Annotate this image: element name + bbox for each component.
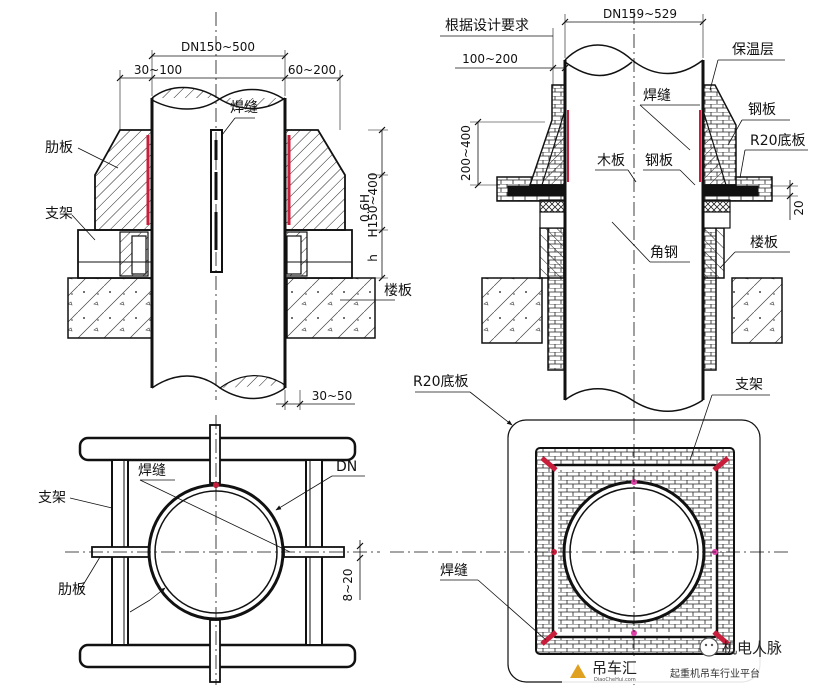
label-insulation: 保温层 — [732, 42, 774, 58]
top-right-elevation: DN159~529 根据设计要求 100~200 200~400 20 保温层 … — [440, 7, 808, 420]
dim-dn-left: DN150~500 — [181, 40, 255, 54]
dim-200-400: 200~400 — [459, 125, 473, 181]
label-weld-br: 焊缝 — [440, 563, 468, 579]
label-weld-tr: 焊缝 — [643, 88, 671, 104]
dim-8-20: 8~20 — [341, 569, 355, 602]
dim-h: h — [366, 254, 380, 262]
watermark-slogan: 起重机吊车行业平台 — [670, 667, 760, 680]
label-support-bl: 支架 — [38, 490, 66, 506]
watermark-domain: DiaoCheHui.com — [594, 677, 636, 683]
rib-plate-right — [284, 129, 346, 231]
watermark-account: 机电人脉 — [722, 639, 782, 657]
label-steel-plate-1: 钢板 — [748, 102, 776, 118]
dim-bottom-gap: 30~50 — [312, 389, 353, 403]
label-rib-bl: 肋板 — [58, 582, 86, 598]
dim-h-range: H150~400 — [366, 173, 380, 238]
dim-0-6h: 0.6H — [358, 194, 372, 222]
label-r20-br: R20底板 — [413, 374, 469, 390]
dim-dn-bl: DN — [336, 459, 357, 475]
label-wood: 木板 — [597, 153, 625, 169]
label-angle-steel: 角钢 — [650, 245, 678, 261]
label-steel-plate-2: 钢板 — [645, 153, 673, 169]
label-design-req: 根据设计要求 — [445, 18, 529, 34]
brand-logo-icon — [570, 664, 586, 678]
label-weld-tl: 焊缝 — [230, 100, 258, 116]
label-r20-tr: R20底板 — [750, 133, 806, 149]
watermark-brand: 吊车汇 — [592, 659, 637, 677]
label-rib-tl: 肋板 — [45, 140, 73, 156]
dim-right-gap: 60~200 — [288, 63, 336, 77]
label-weld-bl: 焊缝 — [138, 463, 166, 479]
label-support-br: 支架 — [735, 377, 763, 393]
dim-100-200: 100~200 — [462, 52, 518, 66]
label-floor-tr: 楼板 — [750, 235, 778, 251]
wechat-icon — [699, 637, 719, 657]
label-support-tl: 支架 — [45, 206, 73, 222]
label-floor-tl: 楼板 — [384, 283, 412, 299]
floor-slab-right — [286, 277, 376, 339]
top-left-elevation: DN150~500 30~100 60~200 H150~400 0.6H h … — [45, 12, 412, 410]
bottom-right-plan: R20底板 支架 焊缝 — [390, 374, 790, 685]
dim-20: 20 — [792, 200, 806, 215]
dim-dn-right: DN159~529 — [603, 7, 677, 21]
dim-left-gap: 30~100 — [134, 63, 182, 77]
floor-slab-left — [67, 277, 154, 339]
bottom-left-plan: 焊缝 DN 8~20 支架 肋板 — [38, 415, 380, 685]
watermark: 机电人脉 吊车汇 DiaoCheHui.com 起重机吊车行业平台 — [562, 637, 802, 683]
rib-plate-left — [94, 129, 153, 231]
